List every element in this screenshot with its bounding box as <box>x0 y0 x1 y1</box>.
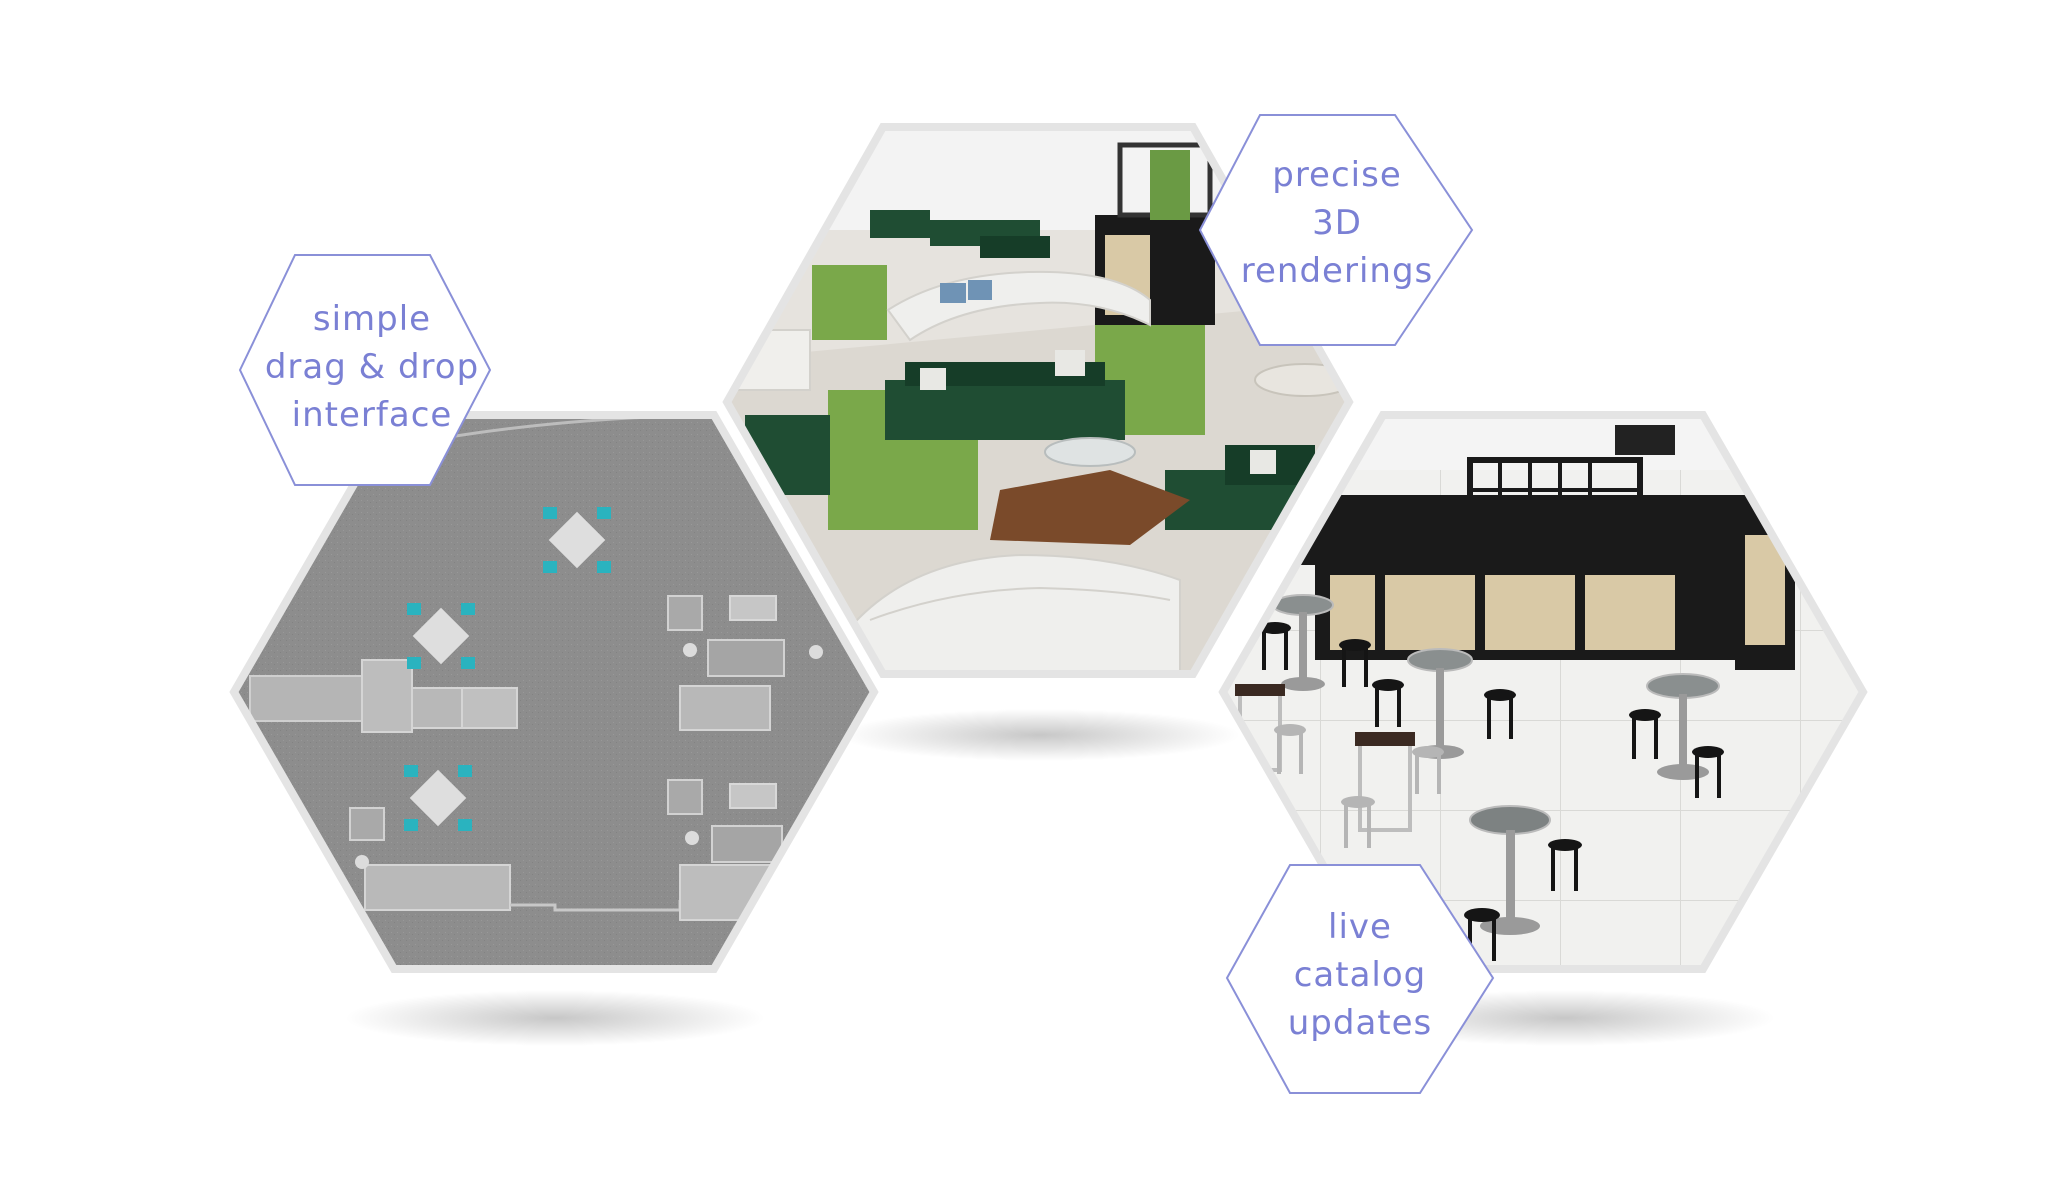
label-line: catalog <box>1294 955 1427 995</box>
feature-label-catalog: live catalog updates <box>1225 864 1495 1094</box>
shadow-floorplan <box>345 990 765 1046</box>
label-line: 3D <box>1312 203 1362 243</box>
floorplan-hexagon <box>229 411 879 973</box>
feature-label-drag-drop: simple drag & drop interface <box>238 254 492 486</box>
feature-label-renderings: precise 3D renderings <box>1198 114 1474 346</box>
bar-hexagon <box>1218 411 1868 973</box>
table-set-3 <box>404 765 472 831</box>
label-line: precise <box>1272 155 1402 195</box>
grey-stools <box>1274 724 1444 848</box>
table-set-1 <box>543 507 611 573</box>
lounge-hexagon <box>722 123 1354 678</box>
label-line: simple <box>313 299 431 339</box>
pub-table-1 <box>1272 594 1334 691</box>
shadow-lounge <box>840 709 1240 761</box>
label-line: drag & drop <box>265 347 479 387</box>
table-set-2 <box>407 603 475 669</box>
label-line: interface <box>292 395 453 435</box>
bar-stools <box>1259 622 1724 961</box>
label-line: renderings <box>1241 251 1433 291</box>
label-line: live <box>1328 907 1392 947</box>
label-line: updates <box>1288 1003 1433 1043</box>
lounge-render <box>727 127 1349 674</box>
